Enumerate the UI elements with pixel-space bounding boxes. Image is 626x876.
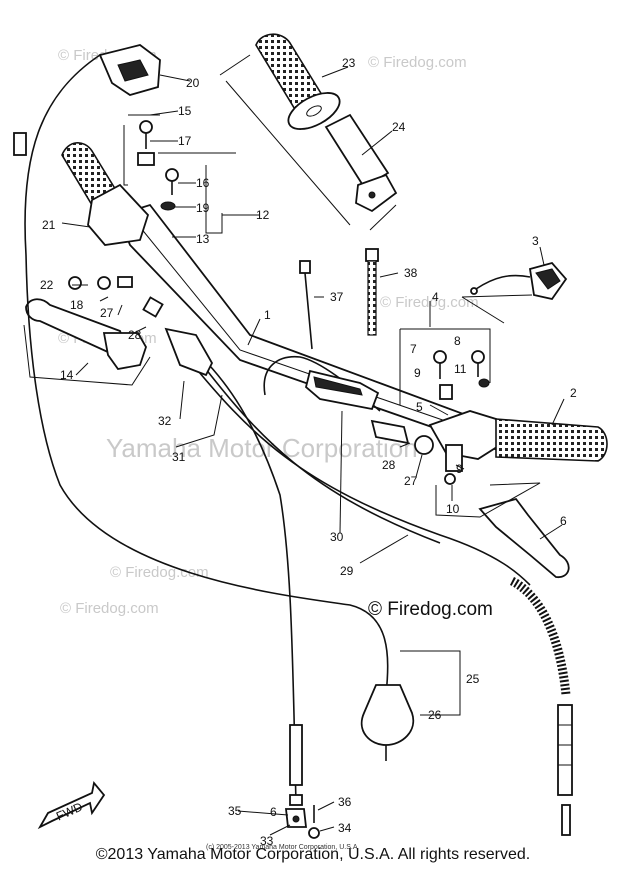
- label-22: 22: [40, 278, 54, 292]
- label-15: 15: [178, 104, 192, 118]
- throttle-cable-spring: [509, 576, 571, 696]
- label-36: 36: [338, 795, 352, 809]
- label-17: 17: [178, 134, 192, 148]
- bolt-22: [68, 276, 82, 290]
- spacer-9: [439, 384, 453, 400]
- label-26: 26: [428, 708, 442, 722]
- label-10: 10: [446, 502, 460, 516]
- label-33: 33: [260, 834, 274, 848]
- cable-boot-26: [360, 684, 415, 761]
- washer-19: [160, 201, 176, 211]
- leader-lines: [61, 66, 565, 836]
- brake-lever: [478, 497, 570, 578]
- group-outline: [461, 294, 533, 324]
- cable-tie-37: [299, 260, 313, 350]
- label-18: 18: [70, 298, 84, 312]
- bolt-8: [471, 350, 485, 377]
- label-20: 20: [186, 76, 200, 90]
- bolt-15: [139, 120, 153, 149]
- label-24: 24: [392, 120, 406, 134]
- label-27-right: 27: [404, 474, 418, 488]
- label-23: 23: [342, 56, 356, 70]
- label-5: 5: [416, 400, 423, 414]
- fwd-label: FWD: [54, 799, 85, 823]
- watermark-firedog: © Firedog.com: [60, 600, 159, 617]
- top-grip: [255, 33, 341, 130]
- label-34: 34: [338, 821, 352, 835]
- watermark-firedog: © Firedog.com: [110, 564, 209, 581]
- label-21: 21: [42, 218, 56, 232]
- watermark-firedog: © Firedog.com: [368, 54, 467, 71]
- label-6: 6: [560, 514, 567, 528]
- label-4: 4: [432, 290, 439, 304]
- clutch-cable: [24, 54, 389, 696]
- nut-18: [97, 276, 111, 290]
- nut-10: [444, 473, 456, 485]
- label-7: 7: [410, 342, 417, 356]
- fwd-arrow: FWD: [37, 780, 106, 830]
- label-28-right: 28: [382, 458, 396, 472]
- washer-11: [478, 378, 490, 388]
- cable-boot-32: [164, 327, 214, 377]
- label-11: 11: [454, 362, 467, 376]
- throttle-cable-inner: [194, 354, 441, 544]
- cable-end: [13, 132, 27, 156]
- group-outline: [123, 114, 236, 234]
- label-8: 8: [454, 334, 461, 348]
- adjuster-27-right: [414, 435, 434, 455]
- label-16: 16: [196, 176, 210, 190]
- label-2: 2: [570, 386, 577, 400]
- throttle-body-30: [304, 369, 380, 411]
- label-32: 32: [158, 414, 172, 428]
- label-9-right: 9: [456, 462, 463, 476]
- throttle-cable-end: [557, 704, 573, 836]
- label-31: 31: [172, 450, 186, 464]
- adjuster-28-right: [370, 419, 410, 445]
- small-copyright: (c) 2005-2013 Yamaha Motor Corporation, …: [206, 844, 358, 851]
- label-19: 19: [196, 201, 210, 215]
- group-outline: [23, 324, 151, 386]
- cable-adjuster-33: [284, 808, 308, 828]
- footer-copyright: ©2013 Yamaha Motor Corporation, U.S.A. A…: [95, 846, 531, 863]
- clutch-lever: [25, 298, 147, 370]
- adjuster-28: [142, 296, 164, 318]
- watermark-firedog: © Firedog.com: [380, 294, 479, 311]
- throttle-housing: [98, 44, 161, 96]
- spacer-17: [137, 152, 155, 166]
- label-6-bottom: 6: [270, 805, 277, 819]
- label-3: 3: [532, 234, 539, 248]
- label-28-left: 28: [128, 328, 142, 342]
- label-37: 37: [330, 290, 344, 304]
- label-30: 30: [330, 530, 344, 544]
- throttle-cable: [184, 354, 531, 586]
- label-29: 29: [340, 564, 354, 578]
- label-12: 12: [256, 208, 270, 222]
- label-13: 13: [196, 232, 210, 246]
- label-1: 1: [264, 308, 271, 322]
- label-25: 25: [466, 672, 480, 686]
- fitting-upper: [289, 794, 303, 806]
- label-14: 14: [60, 368, 74, 382]
- group-outline: [399, 328, 491, 405]
- left-switch-housing: [87, 183, 150, 246]
- clip-34: [308, 827, 320, 839]
- group-outline: [435, 482, 541, 518]
- group-outline: [219, 54, 397, 231]
- right-grip: [495, 418, 608, 462]
- watermark-firedog-main: © Firedog.com: [368, 599, 493, 620]
- label-38: 38: [404, 266, 418, 280]
- label-9: 9: [414, 366, 421, 380]
- kill-switch: [470, 261, 568, 301]
- cable-fitting: [289, 724, 303, 786]
- bolt-16: [165, 168, 179, 195]
- cable-tie-38: [365, 248, 379, 336]
- tacho-cable: [175, 334, 297, 806]
- adjuster-27: [117, 276, 133, 288]
- label-35: 35: [228, 804, 242, 818]
- throttle-tube: [324, 113, 398, 213]
- label-27-left: 27: [100, 306, 114, 320]
- bolt-7: [433, 350, 447, 379]
